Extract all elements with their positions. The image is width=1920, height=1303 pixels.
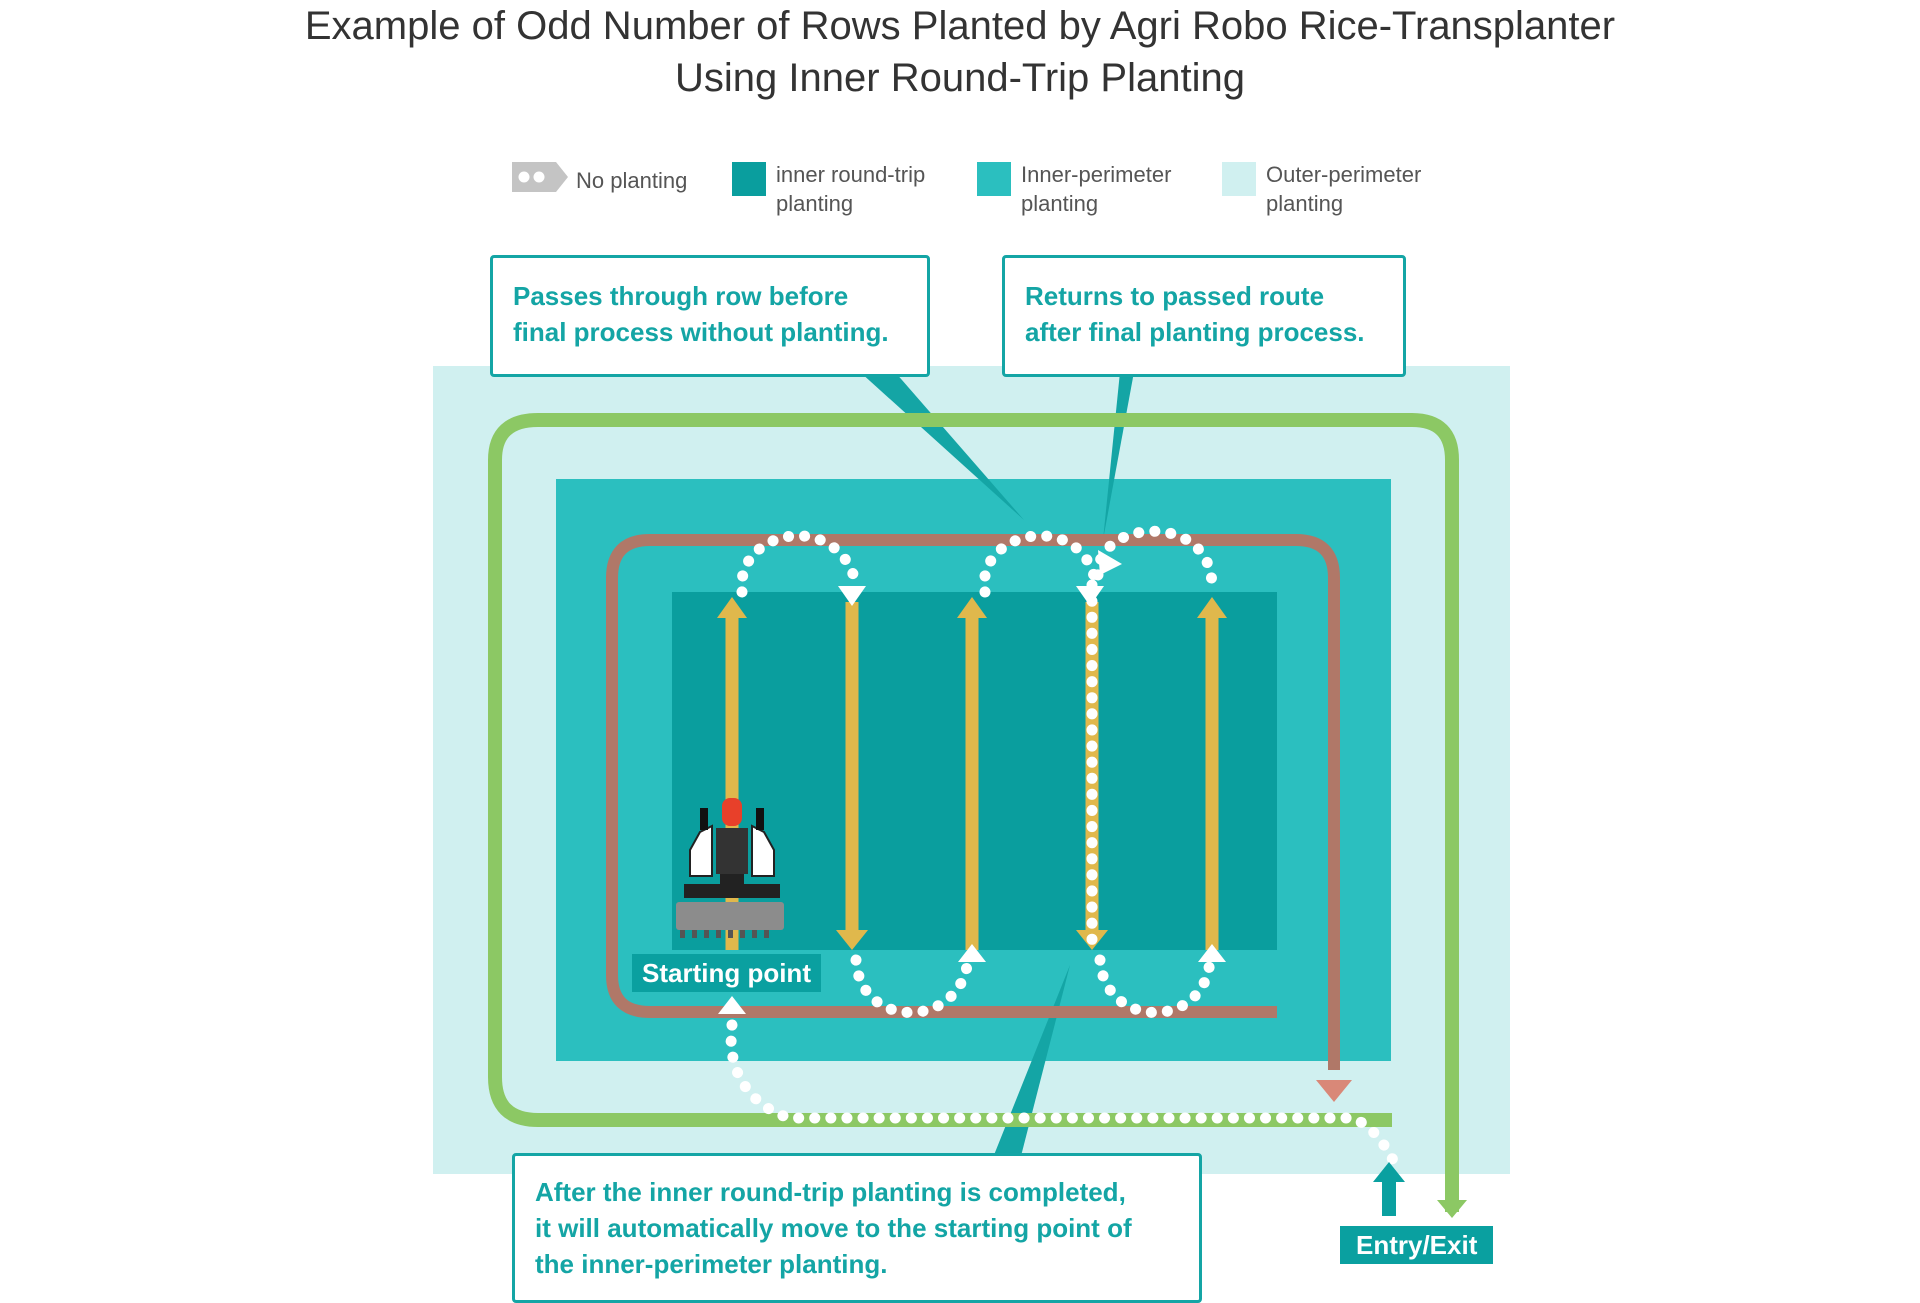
starting-point-label: Starting point xyxy=(632,954,821,992)
legend-item-inner-round-trip: inner round-trip planting xyxy=(732,160,925,218)
legend-label: Inner-perimeter planting xyxy=(1021,162,1172,216)
entry-arrow-icon xyxy=(1373,1162,1405,1216)
outer-route-arrowhead-icon xyxy=(1437,1200,1467,1218)
page-title: Example of Odd Number of Rows Planted by… xyxy=(304,4,1616,48)
no-planting-arrow-icon xyxy=(512,162,568,192)
callout-after-completed: After the inner round-trip planting is c… xyxy=(512,1153,1202,1303)
legend-label: No planting xyxy=(576,168,688,193)
legend-item-no-planting: No planting xyxy=(512,160,687,195)
inner-perimeter-route xyxy=(606,534,1340,1070)
callout-returns: Returns to passed route after final plan… xyxy=(1002,255,1406,377)
rice-transplanter-icon xyxy=(676,798,784,938)
legend-label: Outer-perimeter planting xyxy=(1266,162,1422,216)
entry-exit-label: Entry/Exit xyxy=(1340,1226,1494,1264)
page-subtitle: Using Inner Round-Trip Planting xyxy=(675,56,1245,100)
outer-perimeter-route xyxy=(488,413,1459,1212)
legend-swatch xyxy=(732,162,766,196)
legend-item-inner-perimeter: Inner-perimeter planting xyxy=(977,160,1171,218)
no-planting-dotted-routes xyxy=(725,525,1399,1166)
legend-label: inner round-trip planting xyxy=(776,162,926,216)
legend-swatch xyxy=(977,162,1011,196)
direction-arrowhead-icons xyxy=(718,550,1226,1014)
legend-swatch xyxy=(1222,162,1256,196)
legend-item-outer-perimeter: Outer-perimeter planting xyxy=(1222,160,1421,218)
callout-pointer xyxy=(860,372,1024,520)
inner-route-arrowhead-icon xyxy=(1316,1080,1352,1102)
callout-passes-through: Passes through row before final process … xyxy=(490,255,930,377)
